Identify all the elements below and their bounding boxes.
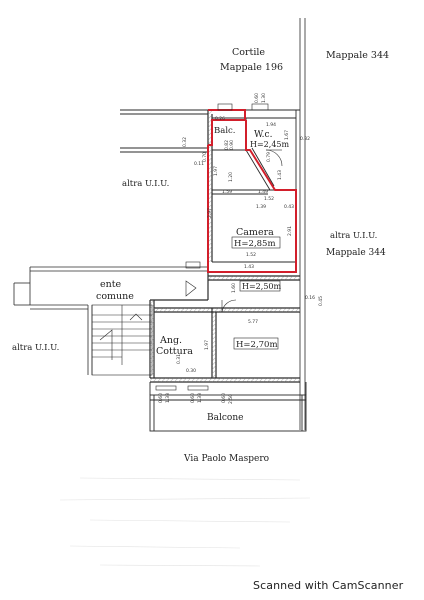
dim-160: 1.60 bbox=[231, 283, 237, 293]
label-ente: ente bbox=[100, 279, 122, 290]
dim-197-lower: 1.97 bbox=[204, 340, 210, 350]
dim-090: 0.90 bbox=[229, 140, 235, 150]
window-marks bbox=[155, 103, 269, 391]
dim-032-left: 0.32 bbox=[182, 137, 188, 147]
doors bbox=[185, 149, 283, 313]
corridor-height-box bbox=[239, 280, 281, 292]
label-camera-height: H=2,85m bbox=[234, 239, 276, 249]
label-altra-uiu-left-top: altra U.I.U. bbox=[122, 179, 169, 189]
balcone-outline bbox=[149, 382, 307, 432]
dim-060-bm: 0.60 bbox=[190, 393, 196, 403]
property-boundary-right bbox=[299, 18, 306, 430]
label-balcone: Balcone bbox=[207, 413, 243, 423]
dim-045: 0.45 bbox=[318, 296, 324, 306]
label-mappale-196: Mappale 196 bbox=[220, 62, 283, 73]
label-camera: Camera bbox=[236, 227, 274, 238]
camera-height-box bbox=[231, 236, 281, 249]
dim-577: 5.77 bbox=[248, 319, 258, 325]
dim-143-upper: 1.43 bbox=[277, 170, 283, 180]
label-wc: W.c. bbox=[254, 130, 273, 140]
dim-250: 2.50 bbox=[228, 394, 234, 404]
label-cottura: Cottura bbox=[156, 346, 193, 357]
dim-130-top: 1.30 bbox=[261, 93, 267, 103]
label-comune: comune bbox=[96, 291, 134, 302]
dim-011: 0.11 bbox=[194, 161, 204, 167]
dim-082: 0.82 bbox=[224, 140, 230, 150]
label-ang: Ang. bbox=[159, 335, 182, 346]
living-height-box bbox=[233, 337, 279, 350]
dim-120: 1.20 bbox=[228, 172, 234, 182]
dim-197-upper: 1.97 bbox=[213, 166, 219, 176]
label-mappale-344-top: Mappale 344 bbox=[326, 50, 389, 61]
label-altra-uiu-left-bottom: altra U.I.U. bbox=[12, 343, 59, 353]
dim-060-br: 0.60 bbox=[221, 393, 227, 403]
dim-291: 2.91 bbox=[287, 226, 293, 236]
label-altra-uiu-right: altra U.I.U. bbox=[330, 231, 377, 241]
dim-167: 1.67 bbox=[284, 130, 290, 140]
dim-060-bl: 0.60 bbox=[158, 393, 164, 403]
dim-070: 0.70 bbox=[202, 152, 208, 162]
dim-030: 0.30 bbox=[186, 368, 196, 374]
label-balc: Balc. bbox=[214, 126, 236, 136]
dim-143-lower: 1.43 bbox=[244, 264, 254, 270]
dim-139: 1.39 bbox=[256, 204, 266, 210]
label-wc-height: H=2,45m bbox=[250, 140, 289, 149]
dim-133-bl: 1.33 bbox=[165, 393, 171, 403]
label-corridor-height: H=2,50m bbox=[242, 282, 281, 291]
dim-079: 0.79 bbox=[266, 152, 272, 162]
highlight-outline bbox=[207, 109, 297, 273]
label-living-height: H=2,70m bbox=[236, 340, 278, 350]
dim-032-right: 0.32 bbox=[300, 136, 310, 142]
label-street: Via Paolo Maspero bbox=[183, 454, 269, 464]
dim-297: 2.97 bbox=[207, 208, 213, 218]
dim-060-top: 0.60 bbox=[254, 93, 260, 103]
dim-031: 0.31 bbox=[176, 354, 182, 364]
dim-149: 1.49 bbox=[258, 189, 268, 195]
staircase bbox=[91, 304, 153, 376]
wall-hatching bbox=[150, 110, 300, 382]
scan-noise bbox=[59, 477, 311, 567]
camscanner-watermark: Scanned with CamScanner bbox=[253, 579, 404, 592]
dim-152-upper: 1.52 bbox=[264, 196, 274, 202]
dim-159: 1.59 bbox=[222, 189, 232, 195]
dim-133-bm: 1.33 bbox=[197, 393, 203, 403]
dim-016: 0.16 bbox=[305, 295, 315, 301]
dim-043: 0.43 bbox=[284, 204, 294, 210]
dim-152-lower: 1.52 bbox=[246, 252, 256, 258]
dim-194: 1.94 bbox=[266, 122, 276, 128]
dim-026: 0.26 bbox=[215, 116, 225, 122]
label-cortile: Cortile bbox=[232, 47, 265, 58]
label-mappale-344-right: Mappale 344 bbox=[326, 248, 386, 258]
